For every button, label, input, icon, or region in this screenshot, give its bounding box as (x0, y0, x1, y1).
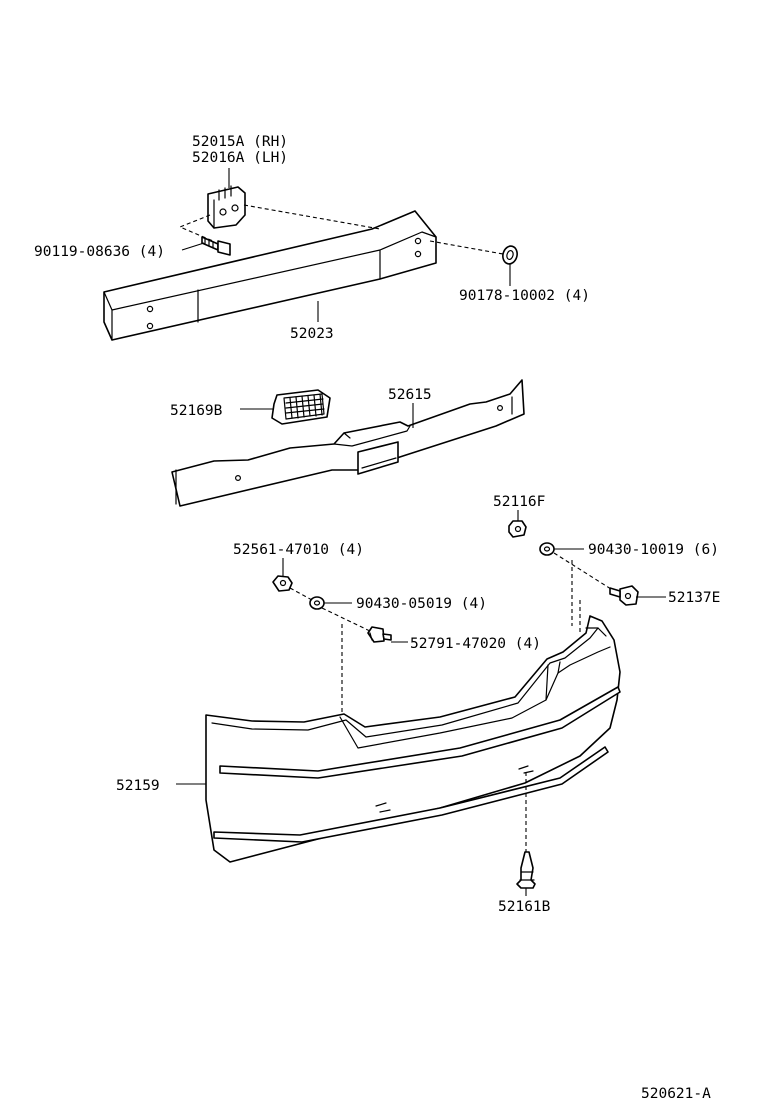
washer-90430-05019[interactable] (309, 596, 325, 610)
assembly-line (321, 607, 373, 633)
assembly-line (553, 552, 612, 590)
nut-52561[interactable] (272, 575, 293, 592)
assembly-line (429, 240, 504, 255)
washer-90430-10019[interactable] (539, 542, 555, 556)
bolt[interactable] (201, 236, 231, 256)
label-reinforcement: 52023 (290, 326, 334, 342)
label-bracket-rh: 52015A (RH) (192, 134, 288, 150)
label-nut: 52561-47010 (4) (233, 542, 364, 558)
bumper-reinforcement[interactable] (103, 210, 437, 341)
assembly-line (243, 204, 381, 230)
label-clip-b: 52161B (498, 899, 551, 915)
energy-absorber[interactable] (171, 379, 525, 507)
label-retainer: 52169B (170, 403, 223, 419)
clip-52161b[interactable] (516, 851, 536, 889)
label-screw: 52791-47020 (4) (410, 636, 541, 652)
bumper-cover[interactable] (205, 615, 621, 863)
clip-90178[interactable] (501, 244, 519, 265)
leader-line (181, 242, 205, 251)
label-washer-a: 90430-10019 (6) (588, 542, 719, 558)
label-absorber: 52615 (388, 387, 432, 403)
screw-52791[interactable] (367, 626, 392, 643)
label-washer-b: 90430-05019 (4) (356, 596, 487, 612)
support-52137e[interactable] (609, 585, 639, 606)
assembly-line (178, 214, 214, 242)
label-cover: 52159 (116, 778, 160, 794)
retainer-52169b[interactable] (271, 389, 331, 425)
assembly-line (289, 587, 313, 601)
bumper-bracket[interactable] (207, 185, 246, 229)
diagram-id: 520621-A (641, 1086, 711, 1102)
label-support: 52137E (668, 590, 720, 606)
label-bracket-lh: 52016A (LH) (192, 150, 288, 166)
clip-52116f[interactable] (508, 520, 527, 538)
label-clip-right: 90178-10002 (4) (459, 288, 590, 304)
label-clip-f: 52116F (493, 494, 545, 510)
label-bolt: 90119-08636 (4) (34, 244, 165, 260)
